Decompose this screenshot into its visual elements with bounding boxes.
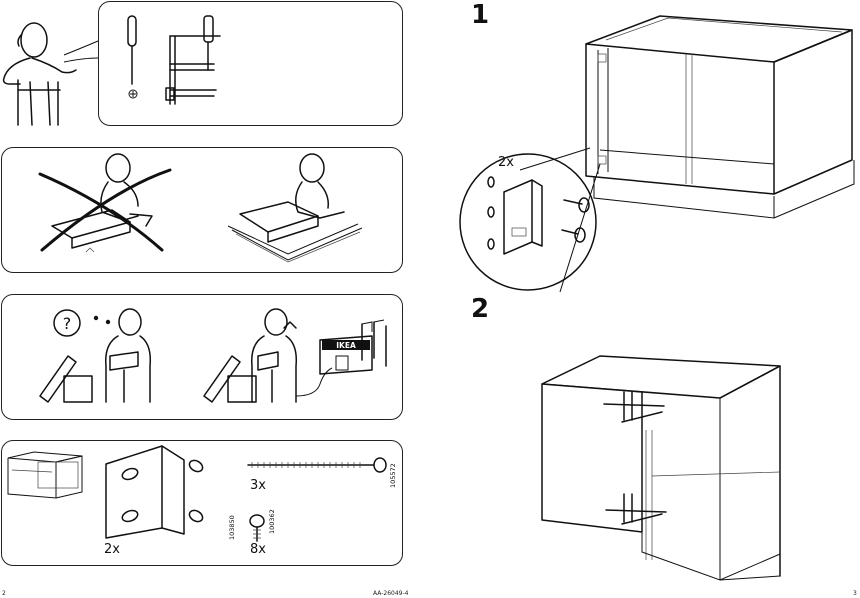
cross-out-mark (38, 172, 164, 252)
step-1-number: 1 (471, 0, 490, 30)
confused-man-figure (105, 308, 152, 403)
small-screw-icon (249, 514, 265, 542)
store-sign-text: IKEA (336, 341, 356, 350)
right-way-figure (227, 153, 363, 263)
cabinet-with-door-step-2 (541, 355, 781, 581)
phone-man-figure (251, 308, 298, 403)
screw-1-icon (563, 197, 590, 213)
tools-panel (98, 1, 403, 126)
right-page-number: 3 (853, 590, 857, 597)
small-screw-qty: 8x (250, 542, 266, 557)
document-code: AA-26049-4 (373, 590, 409, 597)
step-1-callout-qty: 2x (498, 155, 514, 170)
screw-2-icon (561, 227, 586, 243)
detail-callout-circle (459, 147, 601, 293)
care-panel (1, 147, 403, 273)
screwdriver-icon (127, 15, 138, 99)
clamp-icon (165, 15, 221, 105)
assembly-man-figure-1 (2, 22, 77, 126)
long-screw-qty: 3x (250, 478, 266, 493)
cabinet-frame-step-1 (585, 15, 855, 219)
long-screw-icon (247, 457, 387, 473)
bracket-qty: 2x (104, 542, 120, 557)
parts-panel (1, 440, 403, 566)
cabinet-thumbnail (7, 451, 83, 499)
corner-bracket-icon (105, 445, 204, 539)
clamp-bottom-icon (605, 493, 667, 525)
ikea-store-icon (319, 319, 387, 375)
wrong-way-figure (51, 153, 153, 253)
question-bubble (53, 309, 81, 337)
question-mark-text: ? (63, 314, 72, 333)
left-page-number: 2 (2, 590, 6, 597)
step-2-number: 2 (471, 294, 490, 324)
clamp-top-icon (603, 391, 665, 423)
